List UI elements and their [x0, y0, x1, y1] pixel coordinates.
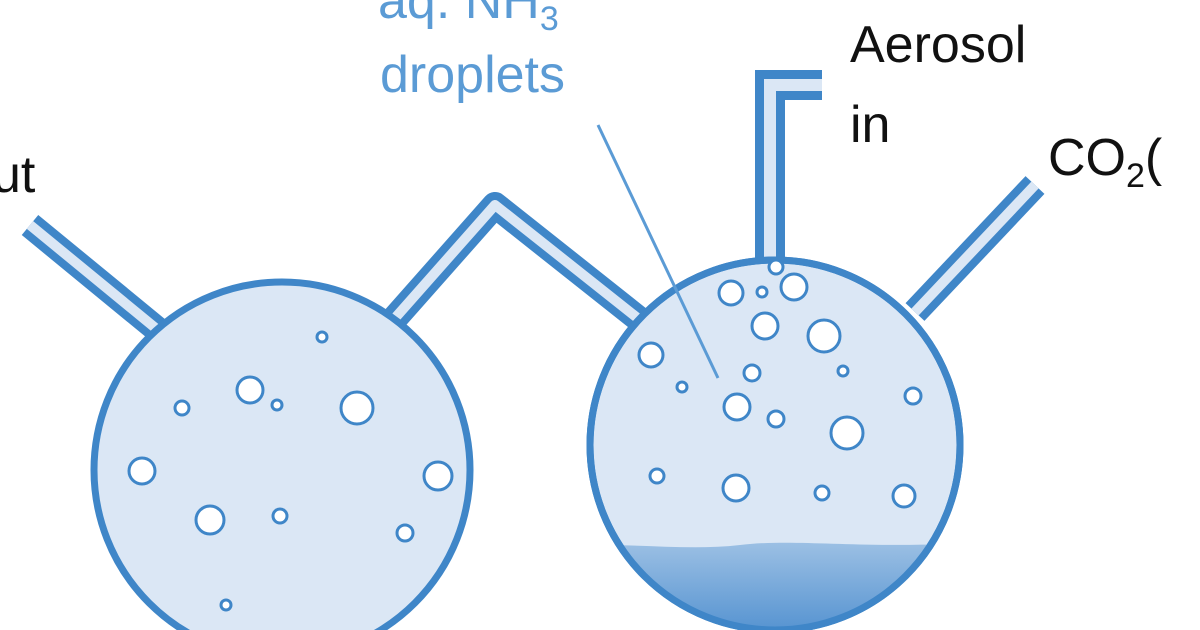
- droplet: [271, 507, 289, 525]
- gas-out-label: ut: [0, 146, 36, 204]
- left-flask-droplets: [127, 330, 454, 612]
- droplet: [339, 390, 375, 426]
- right-flask-droplets: [637, 258, 923, 509]
- droplet: [270, 398, 284, 412]
- droplet: [717, 279, 745, 307]
- droplet: [675, 380, 689, 394]
- droplet: [722, 392, 752, 422]
- aerosol-label-line1: Aerosol: [850, 16, 1026, 74]
- droplets-label-line1: aq. NH3: [378, 0, 559, 38]
- droplet: [422, 460, 454, 492]
- droplet: [648, 467, 666, 485]
- droplet: [235, 375, 265, 405]
- droplet: [219, 598, 233, 612]
- droplet: [813, 484, 831, 502]
- droplet: [766, 409, 786, 429]
- outlet-tube: [21, 214, 179, 351]
- co2-tube: [905, 176, 1045, 321]
- droplet: [721, 473, 751, 503]
- droplet: [127, 456, 157, 486]
- droplet: [395, 523, 415, 543]
- droplet: [806, 318, 842, 354]
- droplet: [767, 258, 785, 276]
- left-flask: [90, 278, 474, 630]
- droplets-pointer-line: [596, 124, 720, 379]
- droplet: [173, 399, 191, 417]
- aerosol-label-line2: in: [850, 96, 890, 154]
- droplet: [194, 504, 226, 536]
- connector-tube: [370, 192, 649, 344]
- co2-label: CO2(: [1048, 129, 1163, 195]
- droplet: [836, 364, 850, 378]
- droplet: [829, 415, 865, 451]
- droplet: [750, 311, 780, 341]
- droplet: [779, 272, 809, 302]
- aerosol-inlet-tube: [755, 70, 822, 258]
- droplet: [891, 483, 917, 509]
- droplets-label-line2: droplets: [380, 46, 565, 104]
- droplet: [637, 341, 665, 369]
- droplet: [903, 386, 923, 406]
- droplet: [315, 330, 329, 344]
- droplet: [755, 285, 769, 299]
- droplet: [742, 363, 762, 383]
